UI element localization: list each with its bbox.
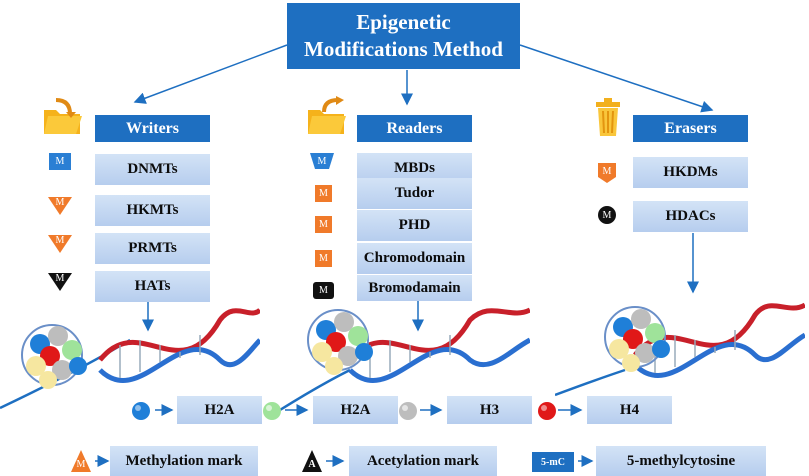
readers-header: Readers bbox=[357, 115, 472, 142]
writer-item-hkmts: HKMTs bbox=[95, 195, 210, 226]
methylation-mark-square-icon: M bbox=[49, 153, 71, 170]
histone-label-h3: H3 bbox=[447, 396, 532, 424]
legend-5-methylcytosine: 5-methylcytosine bbox=[596, 446, 766, 476]
methylation-mark-orange-square-icon: M bbox=[315, 185, 332, 202]
methylation-mark-legend-icon bbox=[71, 450, 91, 472]
mark-letter: M bbox=[55, 197, 65, 208]
open-folder-icon bbox=[44, 98, 82, 134]
histone-sphere-green bbox=[263, 402, 281, 420]
methylcytosine-legend-icon: 5-mC bbox=[532, 452, 574, 472]
writer-item-hats: HATs bbox=[95, 271, 210, 302]
open-folder-icon bbox=[308, 96, 346, 134]
methylation-mark-orange-icon bbox=[48, 197, 72, 215]
title-line-2: Modifications Method bbox=[304, 37, 503, 61]
methylation-mark-orange-icon bbox=[48, 235, 72, 253]
methylation-mark-orange-pentagon-icon bbox=[598, 163, 616, 183]
writers-header: Writers bbox=[95, 115, 210, 142]
writer-item-dnmts: DNMTs bbox=[95, 154, 210, 185]
histone-sphere-red bbox=[538, 402, 556, 420]
nucleosome-dna-illustration bbox=[280, 307, 530, 412]
mark-letter: M bbox=[55, 273, 65, 284]
legend-acetylation-mark: Acetylation mark bbox=[349, 446, 497, 476]
reader-item-bromodamain: Bromodamain bbox=[357, 275, 472, 301]
title-line-1: Epigenetic bbox=[356, 10, 451, 34]
acetylation-mark-legend-icon bbox=[302, 450, 322, 472]
histone-label-h2a: H2A bbox=[177, 396, 262, 424]
acetylation-glyph: A bbox=[308, 458, 316, 470]
reader-item-tudor: Tudor bbox=[357, 178, 472, 209]
methylation-mark-blue-trapezoid-icon bbox=[310, 153, 334, 169]
nucleosome-dna-illustration bbox=[555, 302, 805, 397]
nucleosome-dna-illustration bbox=[0, 307, 260, 410]
acetylation-mark-black-icon bbox=[48, 273, 72, 291]
acetylation-mark-black-circle-icon: M bbox=[598, 206, 616, 224]
acetylation-mark-black-square-icon: M bbox=[313, 282, 334, 299]
methylation-mark-orange-square-icon: M bbox=[315, 250, 332, 267]
legend-methylation-mark: Methylation mark bbox=[110, 446, 258, 476]
histone-sphere-gray bbox=[399, 402, 417, 420]
mark-letter: M bbox=[55, 235, 65, 246]
trash-bin-icon bbox=[596, 98, 620, 136]
mark-letter: M bbox=[76, 458, 86, 470]
eraser-item-hkdms: HKDMs bbox=[633, 157, 748, 188]
reader-item-chromodomain: Chromodomain bbox=[357, 243, 472, 274]
histone-sphere-blue bbox=[132, 402, 150, 420]
main-title: Epigenetic Modifications Method bbox=[287, 3, 520, 69]
methylation-mark-orange-square-icon: M bbox=[315, 216, 332, 233]
writer-item-prmts: PRMTs bbox=[95, 233, 210, 264]
mark-letter: M bbox=[602, 165, 612, 177]
eraser-item-hdacs: HDACs bbox=[633, 201, 748, 232]
histone-label-h4: H4 bbox=[587, 396, 672, 424]
reader-item-phd: PHD bbox=[357, 210, 472, 241]
histone-label-h2a: H2A bbox=[313, 396, 398, 424]
erasers-header: Erasers bbox=[633, 115, 748, 142]
mark-letter: M bbox=[317, 155, 327, 167]
